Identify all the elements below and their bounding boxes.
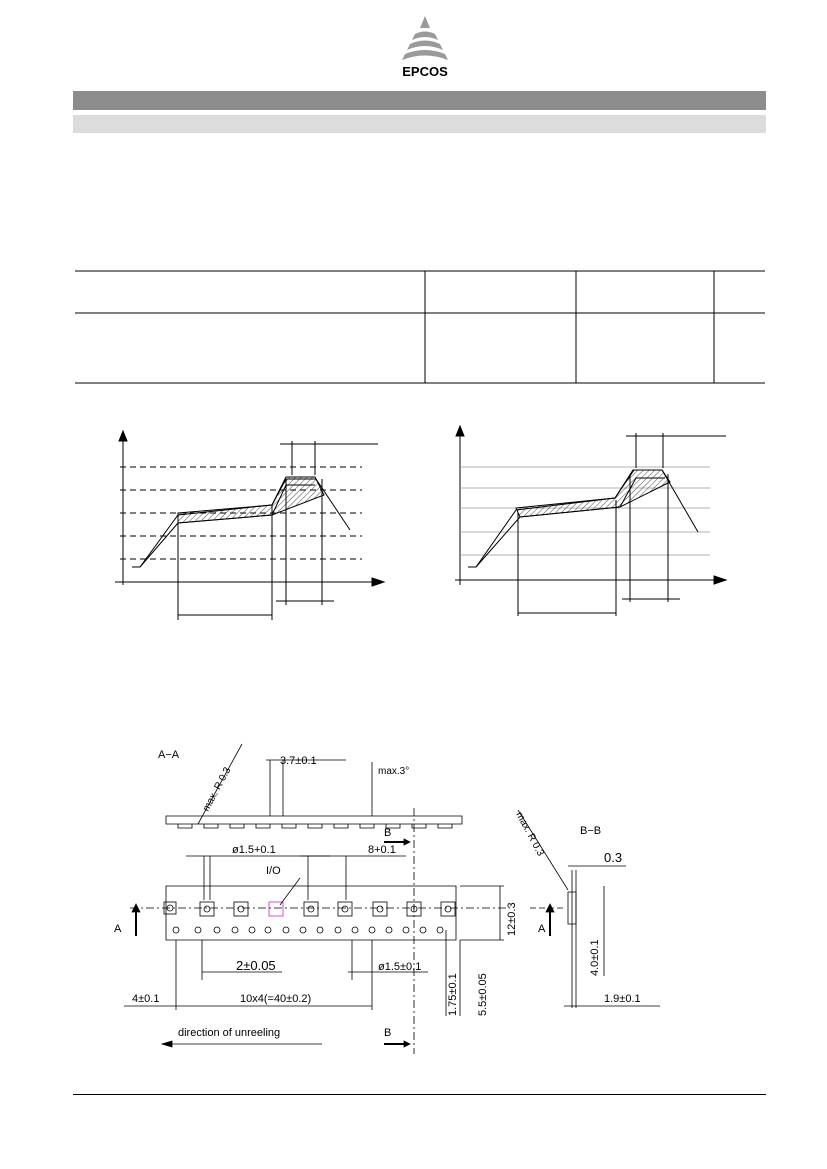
brand-name: EPCOS: [402, 64, 448, 79]
pocket-center-dim: 5.5±0.05: [477, 973, 489, 1016]
pitch-top-dim: 8+0.1: [368, 844, 396, 856]
label-b-top: B: [384, 827, 391, 839]
hole-edge-dim: 1.75±0.1: [447, 973, 459, 1016]
header-band-dark: [73, 91, 766, 110]
pocket-width-dim: 3.7±0.1: [280, 755, 317, 767]
hole-dia-top-dim: ø1.5+0.1: [232, 844, 276, 856]
hole-dia-bottom-dim: ø1.5±0.1: [378, 961, 421, 973]
max-angle-dim: max.3°: [378, 766, 409, 777]
section-aa-label: A−A: [158, 749, 180, 761]
header-band-light: [73, 115, 766, 133]
spec-table: [75, 270, 765, 384]
label-a-right: A: [538, 923, 546, 935]
pocket-height-dim: 1.9±0.1: [604, 993, 641, 1005]
pocket-depth-dim: 4.0±0.1: [589, 939, 601, 976]
label-a-left: A: [114, 923, 122, 935]
solder-profile-right: [450, 420, 740, 620]
orientation-mark-label: I/O: [266, 865, 281, 877]
hole-offset-dim: 2±0.05: [236, 958, 276, 973]
label-b-bottom: B: [384, 1027, 391, 1039]
epcos-logo: EPCOS: [380, 14, 470, 84]
cumulative-pitch-dim: 10x4(=40±0.2): [240, 993, 311, 1005]
width-dim: 12±0.3: [506, 902, 518, 936]
thickness-dim: 0.3: [604, 850, 622, 865]
edge-hole-pitch-dim: 4±0.1: [132, 993, 159, 1005]
max-radius-right: max. R 0.3: [513, 810, 546, 858]
logo-mark-icon: [402, 16, 448, 60]
tape-drawing: A−A max. R 0.3 3.7±0.1 max.3°: [110, 740, 710, 1060]
footer-rule: [73, 1094, 766, 1095]
solder-profile-left: [110, 425, 400, 625]
section-bb-label: B−B: [580, 825, 601, 837]
unreel-direction-label: direction of unreeling: [178, 1027, 280, 1039]
